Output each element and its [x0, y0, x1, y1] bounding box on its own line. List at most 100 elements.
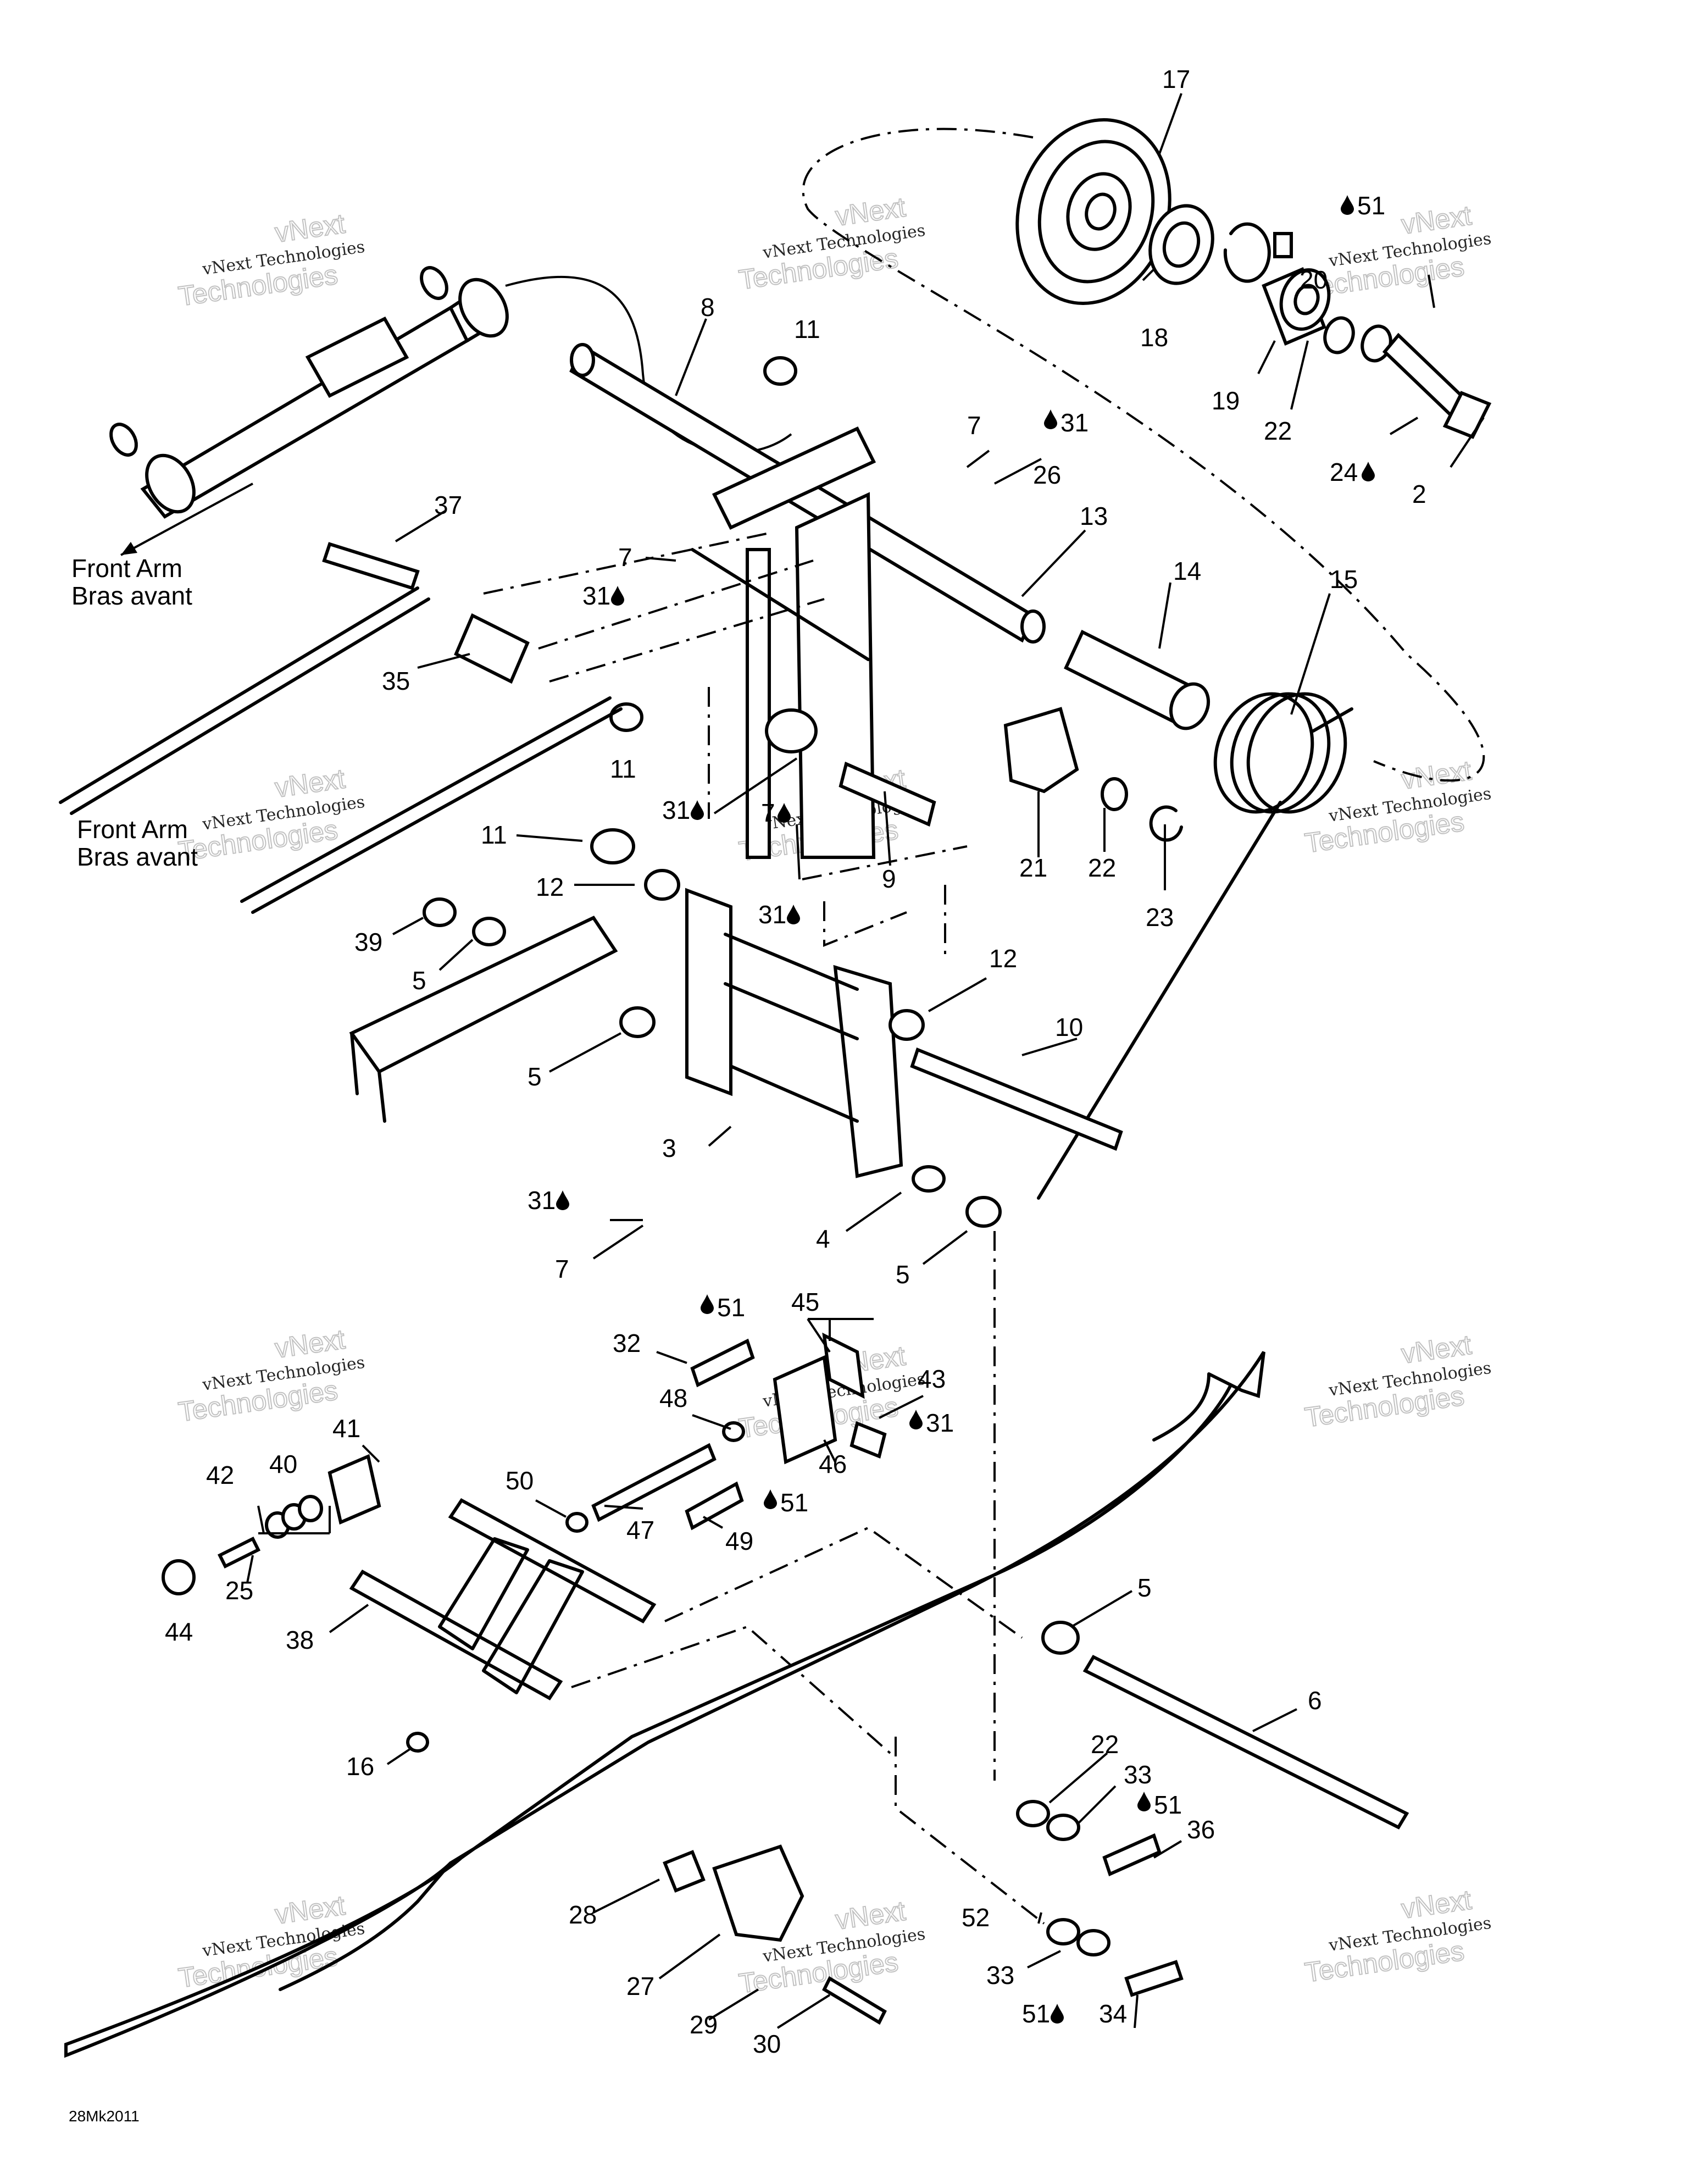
nut — [162, 1559, 196, 1595]
callouts: 17 51 20 18 19 22 24 2 8 11 7 31 26 13 1… — [165, 65, 1426, 2058]
callout-30: 30 — [753, 2030, 781, 2058]
callout-23: 23 — [1146, 903, 1174, 932]
callout-3: 3 — [662, 1134, 676, 1162]
svg-text:31: 31 — [582, 581, 610, 610]
svg-text:Front Arm: Front Arm — [77, 815, 188, 844]
idler-group-outline — [802, 128, 1485, 782]
watermark: vNext Technologies vNext Technologies — [176, 763, 366, 868]
callout-40: 40 — [269, 1450, 297, 1478]
callout-17: 17 — [1162, 65, 1190, 93]
washer — [565, 1512, 588, 1533]
callout-31e: 31 — [528, 1186, 569, 1215]
callout-39: 39 — [354, 928, 382, 956]
rocker-arms — [691, 426, 936, 859]
assembly-line — [571, 1526, 1023, 1754]
drop-icon — [701, 1294, 714, 1314]
drop-icon — [1362, 462, 1375, 481]
cam-adjuster — [1003, 707, 1079, 794]
drop-icon — [1051, 2004, 1064, 2024]
washer — [1041, 1621, 1080, 1655]
callout-11: 11 — [794, 315, 820, 343]
svg-text:51: 51 — [780, 1488, 808, 1517]
bolt — [822, 1976, 887, 2025]
callout-48: 48 — [659, 1384, 687, 1412]
callout-5b: 5 — [528, 1062, 542, 1091]
callout-43: 43 — [918, 1365, 946, 1393]
drop-icon — [787, 905, 800, 924]
washer — [1046, 1918, 1080, 1945]
callout-21: 21 — [1019, 853, 1047, 882]
diagram-code: 28Mk2011 — [69, 2108, 140, 2125]
set-screw — [1273, 232, 1293, 258]
callout-51e: 51 — [1022, 1999, 1064, 2028]
callout-6: 6 — [1308, 1686, 1322, 1715]
washer — [1016, 1800, 1050, 1827]
svg-text:51: 51 — [1357, 191, 1385, 220]
svg-text:31: 31 — [528, 1186, 556, 1215]
callout-7d: 7 — [555, 1255, 569, 1283]
slider-cam — [712, 1844, 804, 1942]
svg-text:7: 7 — [761, 799, 775, 827]
bolt — [217, 1536, 261, 1569]
callout-11c: 11 — [481, 821, 507, 849]
callout-50: 50 — [506, 1466, 534, 1495]
bolt — [690, 1338, 755, 1388]
idler-spacer — [1262, 267, 1331, 346]
callout-5c: 5 — [896, 1260, 910, 1289]
callout-49: 49 — [725, 1527, 753, 1555]
washer — [423, 897, 457, 927]
callout-38: 38 — [286, 1626, 314, 1654]
callout-12b: 12 — [989, 944, 1017, 973]
callout-14: 14 — [1173, 557, 1201, 585]
front-arm-note-upper: Front Arm Bras avant — [71, 554, 192, 610]
callout-31c: 31 — [662, 796, 704, 824]
assembly-line — [895, 1737, 1045, 1925]
long-bolt — [910, 1047, 1123, 1151]
rear-arm-frame — [685, 888, 946, 1193]
callout-31: 31 — [1044, 408, 1089, 437]
callout-46: 46 — [819, 1450, 847, 1478]
washer — [298, 1495, 323, 1522]
drop-icon — [909, 1410, 923, 1429]
idler-bolt — [1382, 332, 1492, 439]
callout-20: 20 — [1300, 265, 1328, 294]
svg-text:51: 51 — [1022, 1999, 1050, 2028]
callout-22: 22 — [1264, 417, 1292, 445]
drop-icon — [778, 803, 791, 823]
callout-22b: 22 — [1088, 853, 1116, 882]
washer — [1076, 1929, 1110, 1956]
bolt — [1124, 1960, 1184, 1997]
callout-32: 32 — [613, 1329, 641, 1357]
callout-25: 25 — [225, 1576, 253, 1605]
callout-52: 52 — [962, 1903, 990, 1932]
callout-16: 16 — [346, 1752, 374, 1781]
callout-26: 26 — [1033, 461, 1061, 489]
callout-42: 42 — [206, 1461, 234, 1489]
clip — [1149, 805, 1183, 842]
long-bolt — [591, 1443, 717, 1522]
callout-18: 18 — [1140, 323, 1168, 352]
callout-37: 37 — [434, 491, 462, 519]
shock-absorber — [109, 266, 792, 519]
svg-text:Front Arm: Front Arm — [71, 554, 182, 583]
callout-4: 4 — [816, 1224, 830, 1253]
drop-icon — [556, 1190, 569, 1210]
front-arm-arrow — [120, 483, 253, 556]
callout-33b: 33 — [986, 1961, 1014, 1989]
svg-text:31: 31 — [926, 1409, 954, 1437]
callout-5: 5 — [412, 966, 426, 995]
drop-icon — [1137, 1792, 1151, 1811]
callout-9: 9 — [882, 864, 896, 893]
callout-10: 10 — [1055, 1013, 1083, 1041]
svg-text:24: 24 — [1330, 458, 1358, 486]
callout-34: 34 — [1099, 1999, 1127, 2028]
callout-19: 19 — [1212, 386, 1240, 415]
callout-7b: 7 — [618, 543, 632, 572]
front-arm-note-lower: Front Arm Bras avant — [77, 815, 198, 871]
nut — [609, 702, 643, 732]
nut — [763, 356, 797, 386]
bolt — [685, 1481, 744, 1531]
drop-icon — [1044, 409, 1057, 429]
callout-15: 15 — [1330, 565, 1358, 594]
front-arm-rod — [240, 696, 623, 914]
